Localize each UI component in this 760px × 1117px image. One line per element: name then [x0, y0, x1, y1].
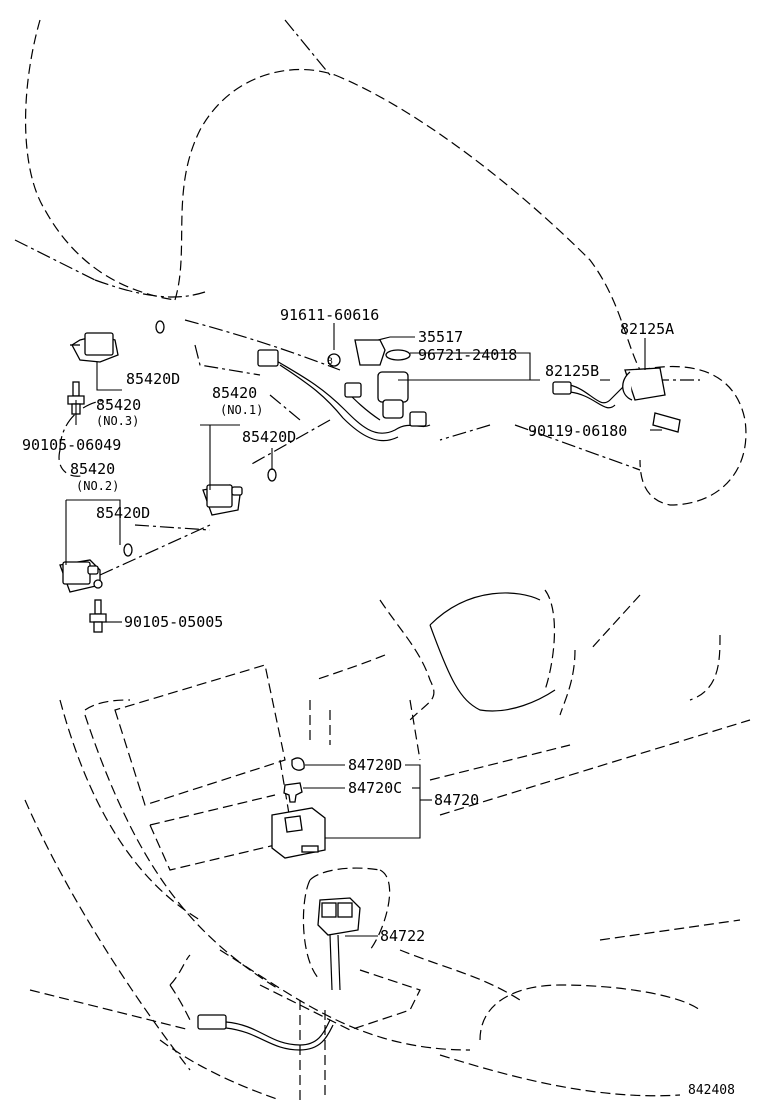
- label-85420D-top: 85420D: [126, 370, 180, 388]
- label-85420D-no2: 85420D: [96, 504, 150, 522]
- label-no3: (NO.3): [96, 414, 139, 428]
- leader-lines: [65, 323, 662, 937]
- label-84722: 84722: [380, 927, 425, 945]
- marker-b: B: [327, 357, 332, 367]
- bolt-icon: [652, 412, 681, 433]
- o-ring-icon: [267, 468, 277, 482]
- harness-82125: [552, 367, 681, 433]
- connector-icon: [257, 349, 279, 367]
- switch-84722: [317, 897, 361, 991]
- label-no2: (NO.2): [76, 479, 119, 493]
- connector-icon: [344, 382, 362, 398]
- parts-84720: [271, 757, 326, 859]
- label-82125B: 82125B: [545, 362, 599, 380]
- label-90105-06049: 90105-06049: [22, 436, 121, 454]
- sensor-35517: [327, 339, 411, 419]
- label-85420-no3: 85420: [96, 396, 141, 414]
- clip-icon: [283, 782, 303, 803]
- bolt-marker-icon: [327, 353, 341, 367]
- label-84720: 84720: [434, 791, 479, 809]
- label-96721-24018: 96721-24018: [418, 346, 517, 364]
- connector-icon: [197, 1014, 227, 1030]
- body-outline-upper: [14, 19, 747, 576]
- label-84720C: 84720C: [348, 779, 402, 797]
- bolt-90105-05005: [89, 599, 107, 633]
- relay-no3: [70, 320, 165, 363]
- console-outline-lower: [24, 589, 751, 1101]
- label-85420-no2: 85420: [70, 460, 115, 478]
- label-84720D: 84720D: [348, 756, 402, 774]
- label-90105-05005: 90105-05005: [124, 613, 223, 631]
- label-91611-60616: 91611-60616: [280, 306, 379, 324]
- harness-lower: [197, 1014, 334, 1051]
- part-labels: 91611-60616 35517 96721-24018 82125A 821…: [22, 306, 674, 945]
- label-85420D-no1: 85420D: [242, 428, 296, 446]
- label-no1: (NO.1): [220, 403, 263, 417]
- relay-no1: [202, 468, 277, 516]
- wire-harness-upper: [257, 349, 431, 442]
- label-85420-no1: 85420: [212, 384, 257, 402]
- o-ring-icon: [385, 349, 411, 361]
- clip-icon: [291, 757, 305, 771]
- label-90119-06180: 90119-06180: [528, 422, 627, 440]
- label-35517: 35517: [418, 328, 463, 346]
- label-82125A: 82125A: [620, 320, 674, 338]
- connector-icon: [409, 411, 427, 427]
- figure-number: 842408: [688, 1083, 735, 1098]
- relay-no2: [59, 543, 133, 593]
- o-ring-icon: [123, 543, 133, 557]
- o-ring-icon: [155, 320, 165, 334]
- connector-icon: [552, 381, 572, 395]
